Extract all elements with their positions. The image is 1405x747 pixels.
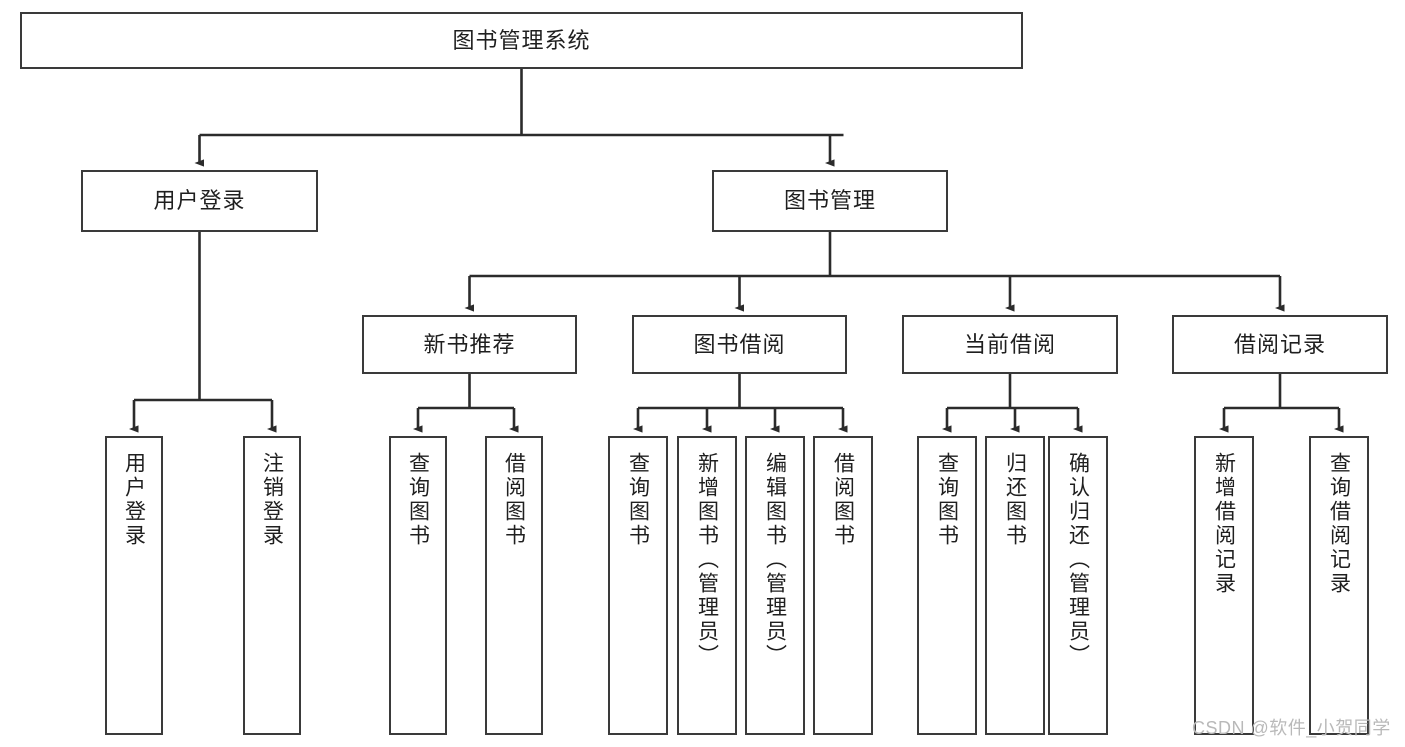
node-label: 借阅图书	[502, 452, 526, 548]
node-label: 图书借阅	[693, 331, 786, 357]
node-leaf-query-borrow-record[interactable]: 查询借阅记录	[1309, 436, 1369, 735]
node-root[interactable]: 图书管理系统	[20, 12, 1023, 69]
node-leaf-query-book-current[interactable]: 查询图书	[917, 436, 977, 735]
node-level3-book-borrow[interactable]: 图书借阅	[632, 315, 847, 374]
node-leaf-borrow-book[interactable]: 借阅图书	[813, 436, 873, 735]
node-leaf-logout[interactable]: 注销登录	[243, 436, 301, 735]
node-level2-user-login[interactable]: 用户登录	[81, 170, 318, 232]
node-leaf-return-book[interactable]: 归还图书	[985, 436, 1045, 735]
node-leaf-borrow-book-recommend[interactable]: 借阅图书	[485, 436, 543, 735]
node-leaf-add-book-admin[interactable]: 新增图书（管理员）	[677, 436, 737, 735]
node-leaf-query-book-recommend[interactable]: 查询图书	[389, 436, 447, 735]
node-label: 确认归还（管理员）	[1066, 452, 1090, 668]
node-level3-borrow-record[interactable]: 借阅记录	[1172, 315, 1388, 374]
node-label: 用户登录	[122, 452, 146, 548]
node-label: 新书推荐	[423, 331, 516, 357]
node-leaf-edit-book-admin[interactable]: 编辑图书（管理员）	[745, 436, 805, 735]
node-label: 借阅图书	[831, 452, 855, 548]
node-label: 查询图书	[935, 452, 959, 548]
node-label: 图书管理系统	[452, 27, 591, 53]
node-label: 注销登录	[260, 452, 284, 548]
node-level3-new-book-recommendation[interactable]: 新书推荐	[362, 315, 577, 374]
node-label: 图书管理	[783, 188, 876, 214]
node-leaf-user-login[interactable]: 用户登录	[105, 436, 163, 735]
node-label: 用户登录	[153, 188, 246, 214]
node-label: 新增借阅记录	[1212, 452, 1236, 596]
node-label: 查询图书	[626, 452, 650, 548]
node-label: 新增图书（管理员）	[695, 452, 719, 668]
node-label: 编辑图书（管理员）	[763, 452, 787, 668]
node-leaf-add-borrow-record[interactable]: 新增借阅记录	[1194, 436, 1254, 735]
node-leaf-confirm-return-admin[interactable]: 确认归还（管理员）	[1048, 436, 1108, 735]
node-level2-book-management[interactable]: 图书管理	[712, 170, 948, 232]
node-level3-current-borrow[interactable]: 当前借阅	[902, 315, 1118, 374]
node-label: 归还图书	[1003, 452, 1027, 548]
node-label: 查询图书	[406, 452, 430, 548]
node-leaf-query-book-borrow[interactable]: 查询图书	[608, 436, 668, 735]
node-label: 当前借阅	[963, 331, 1056, 357]
node-label: 借阅记录	[1233, 331, 1326, 357]
node-label: 查询借阅记录	[1327, 452, 1351, 596]
watermark: CSDN @软件_小贺同学	[1192, 718, 1391, 738]
